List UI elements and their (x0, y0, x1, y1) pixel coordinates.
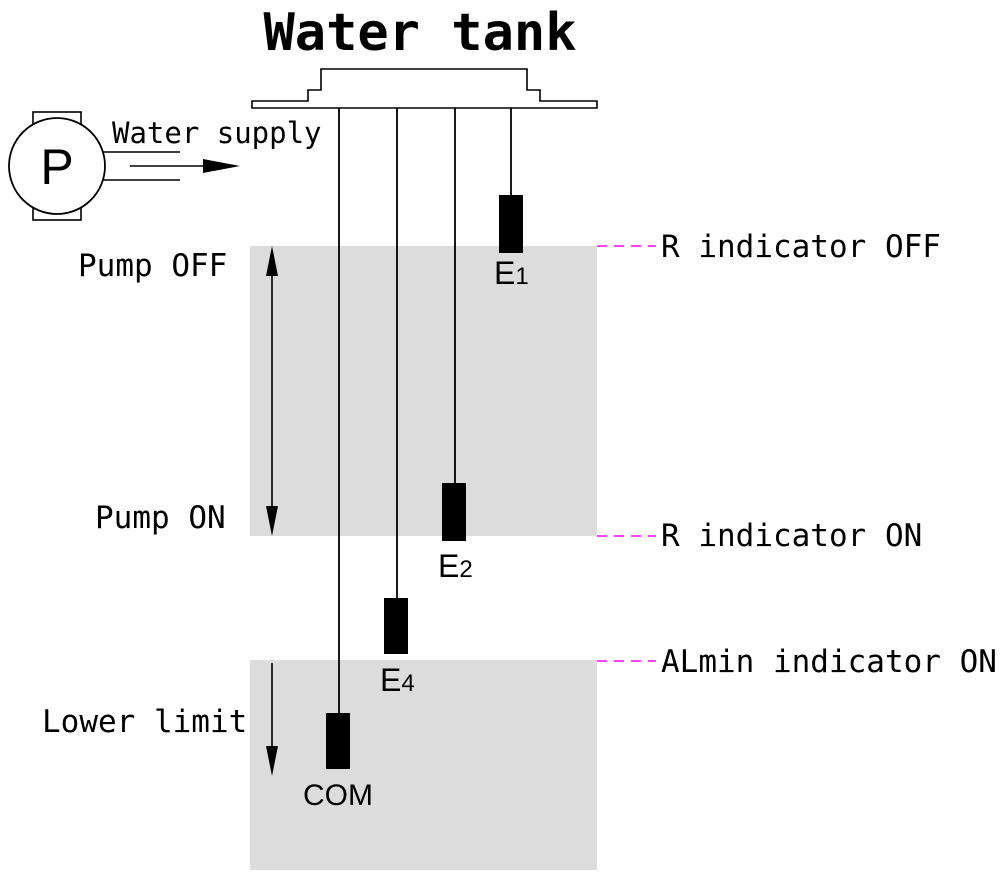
water-supply-label: Water supply (112, 116, 322, 150)
e2-label: E2 (438, 548, 473, 584)
e4-label: E4 (380, 662, 415, 698)
lower-limit-label: Lower limit (42, 704, 247, 740)
pump-on-label: Pump ON (95, 500, 226, 536)
com-probe (326, 713, 350, 769)
almin-indicator-on-label: ALmin indicator ON (661, 644, 997, 680)
r-indicator-on-label: R indicator ON (661, 518, 922, 554)
e4-probe (384, 598, 408, 654)
pump-circle (8, 117, 106, 215)
tank-lid (251, 68, 598, 109)
pump-letter: P (40, 139, 73, 195)
e2-probe (442, 483, 466, 541)
diagram-title: Water tank (263, 3, 576, 63)
flow-arrow-head (203, 159, 240, 173)
upper-level-band (250, 246, 597, 536)
e1-label: E1 (494, 255, 529, 291)
e1-probe (499, 195, 523, 253)
e4-label-number: 4 (401, 670, 414, 697)
e2-label-letter: E (438, 548, 459, 584)
pump-range-arrow-bottom (266, 506, 278, 536)
lower-level-band (250, 660, 597, 870)
e2-label-number: 2 (459, 556, 472, 583)
e4-label-letter: E (380, 662, 401, 698)
e1-label-number: 1 (515, 263, 528, 290)
com-label: COM (303, 779, 373, 812)
pump-off-label: Pump OFF (78, 248, 227, 284)
pump-range-arrow-top (266, 246, 278, 276)
e1-label-letter: E (494, 255, 515, 291)
r-indicator-off-label: R indicator OFF (661, 229, 941, 265)
lower-limit-arrow-head (266, 746, 278, 776)
pump-symbol: P (8, 111, 106, 221)
